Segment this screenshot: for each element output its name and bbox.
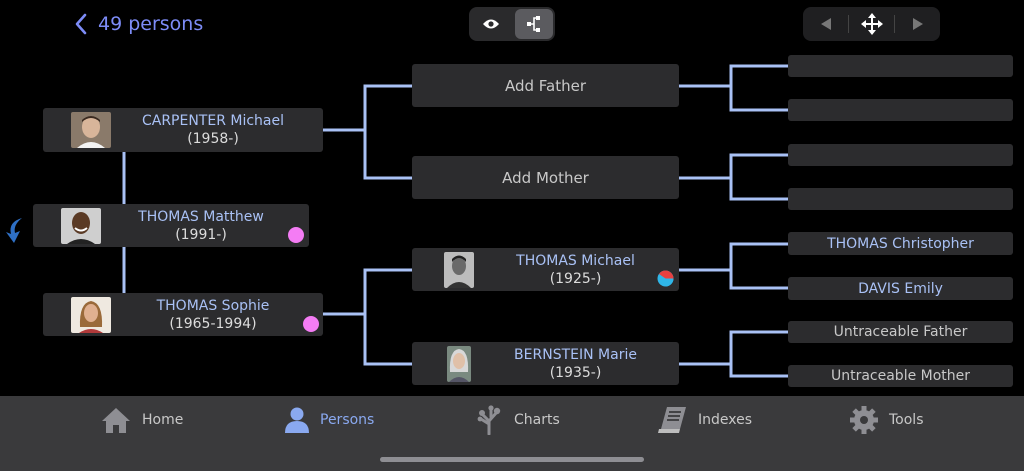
person-photo	[444, 252, 474, 288]
back-label: 49 persons	[98, 13, 204, 35]
marker-badge	[303, 316, 319, 332]
tab-home[interactable]: Home	[100, 405, 183, 435]
person-name: THOMAS Matthew	[138, 208, 264, 225]
triangle-right-icon	[912, 18, 923, 30]
person-name: CARPENTER Michael	[141, 113, 285, 129]
view-mode-eye-button[interactable]	[472, 9, 510, 39]
tab-persons[interactable]: Persons	[284, 405, 374, 435]
tab-label: Persons	[320, 412, 375, 428]
person-card-root[interactable]: THOMAS Matthew (1991-)	[33, 204, 309, 247]
untraceable-father-slot[interactable]: Untraceable Father	[788, 321, 1013, 343]
tree-navigation-control	[803, 7, 940, 41]
back-button[interactable]: 49 persons	[74, 10, 203, 38]
ancestor-card[interactable]: DAVIS Emily	[788, 277, 1013, 300]
person-icon	[285, 407, 309, 433]
person-dates: (1935-)	[549, 364, 602, 381]
pedigree-icon	[527, 16, 540, 32]
tab-label: Home	[142, 412, 184, 428]
person-dates: (1991-)	[175, 226, 227, 243]
eye-icon	[483, 19, 499, 29]
ancestor-slot[interactable]	[788, 144, 1013, 166]
root-arrow-icon[interactable]	[2, 216, 26, 244]
view-mode-segmented-control[interactable]	[469, 7, 555, 41]
chevron-left-icon	[75, 13, 87, 35]
person-name: THOMAS Sophie	[156, 297, 270, 314]
add-father-button[interactable]: Add Father	[412, 64, 679, 107]
person-name: BERNSTEIN Marie	[514, 346, 637, 363]
tree-icon	[477, 405, 501, 435]
home-icon	[102, 408, 130, 433]
move-arrows-icon	[860, 13, 883, 35]
tab-tools[interactable]: Tools	[849, 405, 924, 435]
person-photo	[71, 112, 111, 148]
tab-charts[interactable]: Charts	[476, 405, 560, 435]
person-dates: (1965-1994)	[169, 315, 257, 332]
person-card-father[interactable]: CARPENTER Michael (1958-)	[43, 108, 323, 152]
tab-label: Tools	[889, 412, 924, 428]
tab-bar: Home Persons Charts Indexes Tools	[0, 396, 1024, 471]
person-dates: (1958-)	[187, 131, 239, 147]
book-icon	[658, 407, 686, 433]
untraceable-mother-slot[interactable]: Untraceable Mother	[788, 365, 1013, 387]
previous-button[interactable]	[803, 7, 848, 41]
next-button[interactable]	[895, 7, 940, 41]
ancestor-slot[interactable]	[788, 55, 1013, 77]
view-mode-tree-button[interactable]	[515, 9, 553, 39]
person-card-mother[interactable]: THOMAS Sophie (1965-1994)	[43, 293, 323, 336]
gear-icon	[850, 406, 878, 434]
person-photo	[61, 208, 101, 244]
ancestor-card[interactable]: THOMAS Christopher	[788, 232, 1013, 255]
home-indicator	[380, 457, 644, 462]
triangle-left-icon	[820, 18, 831, 30]
tab-indexes[interactable]: Indexes	[656, 405, 752, 435]
multi-marker-badge	[657, 270, 674, 287]
person-dates: (1925-)	[549, 270, 602, 287]
marker-badge	[288, 227, 304, 243]
person-card-maternal-grandmother[interactable]: BERNSTEIN Marie (1935-)	[412, 342, 679, 385]
ancestor-slot[interactable]	[788, 99, 1013, 121]
tab-label: Indexes	[698, 412, 753, 428]
add-mother-button[interactable]: Add Mother	[412, 156, 679, 199]
pedigree-connectors	[122, 64, 788, 378]
center-button[interactable]	[849, 7, 894, 41]
person-photo	[71, 297, 111, 333]
ancestor-slot[interactable]	[788, 188, 1013, 210]
person-name: THOMAS Michael	[516, 252, 635, 269]
person-card-maternal-grandfather[interactable]: THOMAS Michael (1925-)	[412, 248, 679, 291]
person-photo	[447, 346, 471, 382]
tab-label: Charts	[514, 412, 560, 428]
